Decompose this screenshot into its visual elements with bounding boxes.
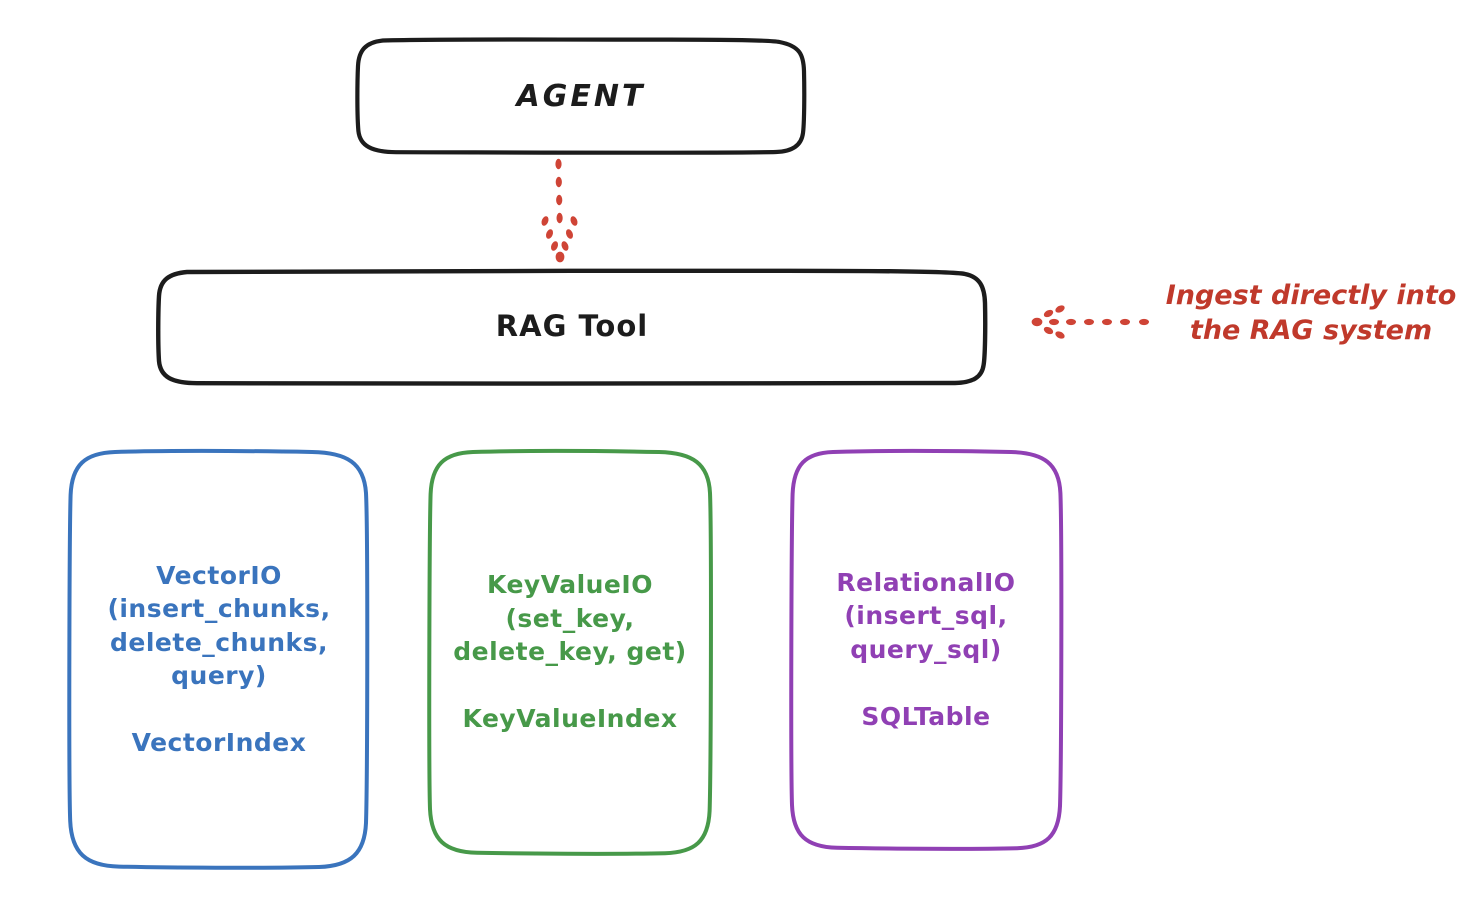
vector-io-box-outline xyxy=(67,448,370,870)
rag-tool-label: RAG Tool xyxy=(495,308,649,343)
node-rag-tool[interactable]: RAG Tool xyxy=(156,268,988,386)
key-value-io-box-outline xyxy=(427,448,713,856)
relational-io-box-outline xyxy=(789,448,1064,851)
ingest-to-rag-dotted-arrow xyxy=(1031,305,1149,339)
rag-tool-box-outline xyxy=(156,268,988,386)
ingest-annotation-text: Ingest directly into the RAG system xyxy=(1165,280,1457,347)
node-vector-io[interactable]: VectorIO (insert_chunks, delete_chunks, … xyxy=(67,448,371,870)
node-agent[interactable]: AGENT xyxy=(355,37,807,155)
agent-box-outline xyxy=(355,37,807,155)
node-relational-io[interactable]: RelationalIO (insert_sql, query_sql) SQL… xyxy=(789,448,1064,851)
node-key-value-io[interactable]: KeyValueIO (set_key, delete_key, get) Ke… xyxy=(427,448,713,856)
agent-label: AGENT xyxy=(516,78,646,114)
vector-io-label: VectorIO (insert_chunks, delete_chunks, … xyxy=(107,560,331,758)
relational-io-label: RelationalIO (insert_sql, query_sql) SQL… xyxy=(836,567,1016,731)
agent-to-rag-dotted-arrow xyxy=(541,158,578,263)
key-value-io-label: KeyValueIO (set_key, delete_key, get) Ke… xyxy=(453,570,687,734)
